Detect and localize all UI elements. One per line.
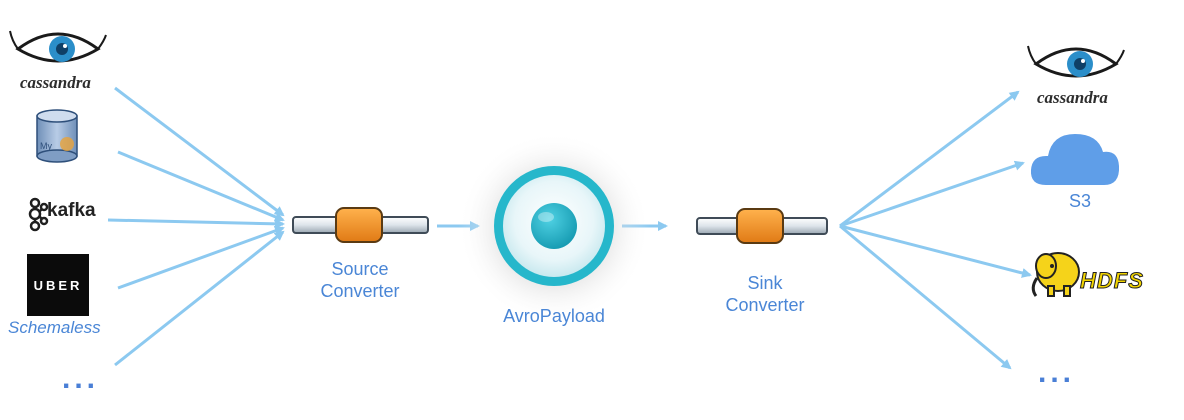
arrow-sink-to-more: [839, 224, 1012, 370]
database-icon: [36, 109, 78, 163]
arrow-sink-to-s3: [839, 160, 1025, 228]
kafka-icon: [28, 197, 49, 232]
sink-arrows: [839, 90, 1032, 370]
source-cassandra-label: cassandra: [20, 73, 91, 92]
avro-payload-icon: [458, 132, 650, 324]
source-converter-icon: [292, 207, 429, 243]
arrow-sink-to-hdfs: [839, 224, 1032, 278]
source-more-indicator: ...: [62, 362, 100, 395]
sink-more-indicator: ...: [1038, 356, 1076, 389]
source-converter-line1: Source: [331, 259, 389, 279]
sink-cassandra-label: cassandra: [1037, 88, 1108, 107]
arrow-cassandra-to-source: [114, 86, 285, 217]
eye-icon: [1027, 45, 1125, 78]
uber-logo: UBER: [27, 254, 89, 316]
elephant-icon: [1031, 252, 1080, 297]
arrow-more-to-source: [114, 230, 285, 367]
arrow-uber-to-source: [117, 226, 285, 290]
sink-converter-label: Sink Converter: [715, 272, 815, 316]
sink-converter-line2: Converter: [725, 295, 805, 315]
sink-hdfs-label: HDFS: [1080, 268, 1144, 294]
source-mysql-label: My: [40, 141, 52, 151]
schemaless-label: Schemaless: [8, 318, 101, 337]
arrow-kafka-to-source: [107, 218, 285, 229]
arrow-sink-to-cassandra: [839, 90, 1020, 228]
cloud-icon: [1030, 134, 1120, 185]
uber-logo-text: UBER: [33, 277, 83, 293]
arrow-mysql-to-source: [117, 150, 285, 222]
source-converter-line2: Converter: [320, 281, 400, 301]
sink-s3-label: S3: [1068, 191, 1092, 211]
sink-converter-icon: [696, 208, 828, 244]
avro-payload-label: AvroPayload: [503, 306, 605, 326]
source-converter-label: Source Converter: [310, 258, 410, 302]
eye-icon: [9, 30, 107, 63]
source-kafka-label: kafka: [47, 200, 96, 221]
sink-converter-line1: Sink: [747, 273, 783, 293]
source-arrows: [107, 86, 285, 367]
